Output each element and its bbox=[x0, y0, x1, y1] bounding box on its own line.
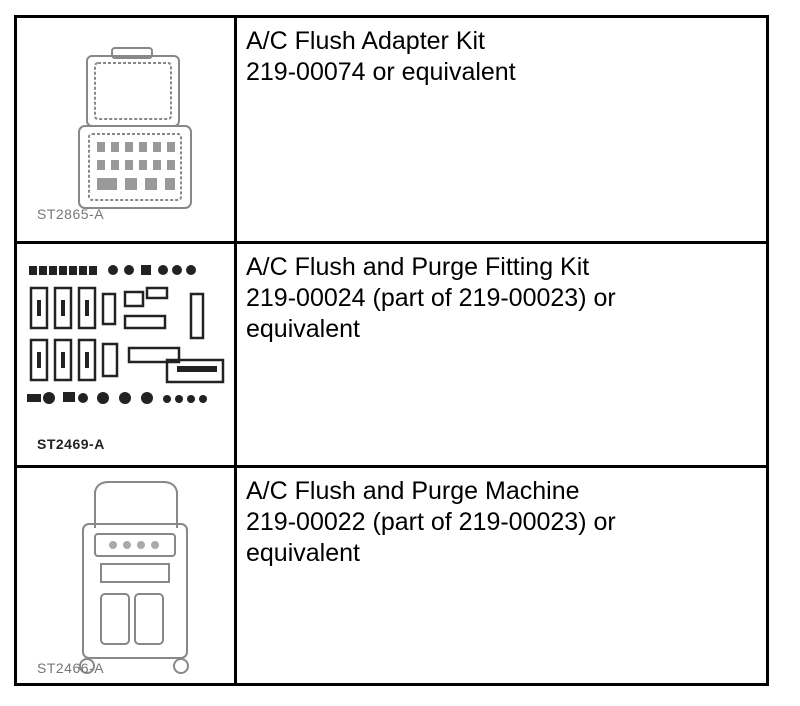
fitting-kit-illustration bbox=[27, 265, 225, 404]
tool-illustration-cell: ST2469-A bbox=[17, 244, 237, 465]
table-row: ST2865-A A/C Flush Adapter Kit 219-00074… bbox=[17, 18, 766, 241]
tool-name: A/C Flush and Purge Fitting Kit bbox=[246, 253, 590, 281]
illustration-code: ST2469-A bbox=[37, 436, 105, 452]
table-row: ST2466-A A/C Flush and Purge Machine 219… bbox=[17, 465, 766, 683]
tool-part-number: 219-00074 or equivalent bbox=[246, 58, 516, 86]
tool-name: A/C Flush Adapter Kit bbox=[246, 27, 486, 55]
illustration-code: ST2865-A bbox=[37, 206, 105, 222]
tool-name: A/C Flush and Purge Machine bbox=[246, 477, 580, 505]
tool-description-cell: A/C Flush and Purge Fitting Kit 219-0002… bbox=[240, 244, 766, 465]
table-row: ST2469-A A/C Flush and Purge Fitting Kit… bbox=[17, 241, 766, 465]
flush-purge-machine-illustration bbox=[79, 481, 189, 674]
tool-illustration-cell: ST2466-A bbox=[17, 468, 237, 683]
tool-part-number-cont: equivalent bbox=[246, 315, 360, 343]
tool-part-number-cont: equivalent bbox=[246, 539, 360, 567]
illustration-code: ST2466-A bbox=[37, 660, 105, 676]
special-tools-table: ST2865-A A/C Flush Adapter Kit 219-00074… bbox=[14, 15, 769, 686]
tool-description-cell: A/C Flush and Purge Machine 219-00022 (p… bbox=[240, 468, 766, 683]
tool-illustration-cell: ST2865-A bbox=[17, 18, 237, 241]
tool-part-number: 219-00024 (part of 219-00023) or bbox=[246, 284, 616, 312]
tool-description-cell: A/C Flush Adapter Kit 219-00074 or equiv… bbox=[240, 18, 766, 241]
adapter-kit-case-illustration bbox=[78, 47, 192, 209]
tool-part-number: 219-00022 (part of 219-00023) or bbox=[246, 508, 616, 536]
